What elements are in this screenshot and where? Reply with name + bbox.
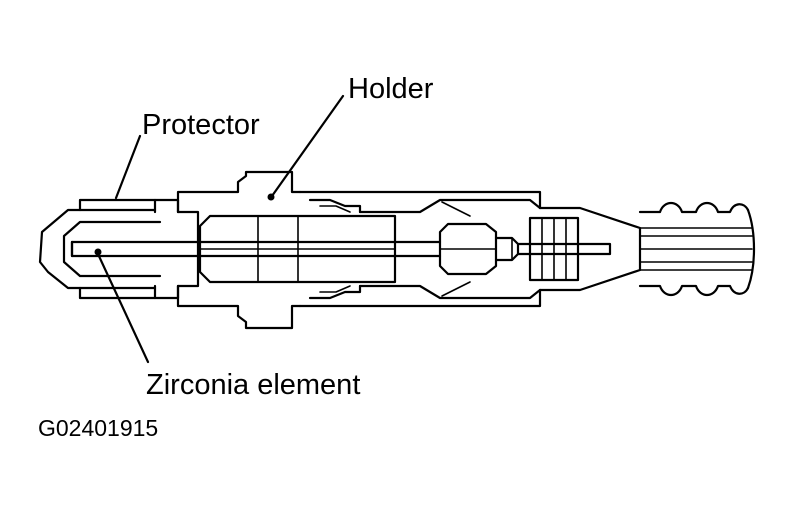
label-protector: Protector — [142, 109, 260, 141]
grommet-shape — [638, 201, 756, 297]
protector-shape — [38, 198, 180, 300]
leader-holder — [267, 94, 345, 201]
zirconia-element-shape — [70, 240, 442, 258]
label-holder: Holder — [348, 73, 434, 105]
figure-code: G02401915 — [38, 415, 158, 441]
terminal-shape — [438, 206, 642, 292]
leader-zirconia — [94, 248, 150, 364]
holder-shape — [176, 170, 542, 330]
label-zirconia-element: Zirconia element — [146, 369, 360, 401]
leader-protector — [114, 134, 142, 200]
